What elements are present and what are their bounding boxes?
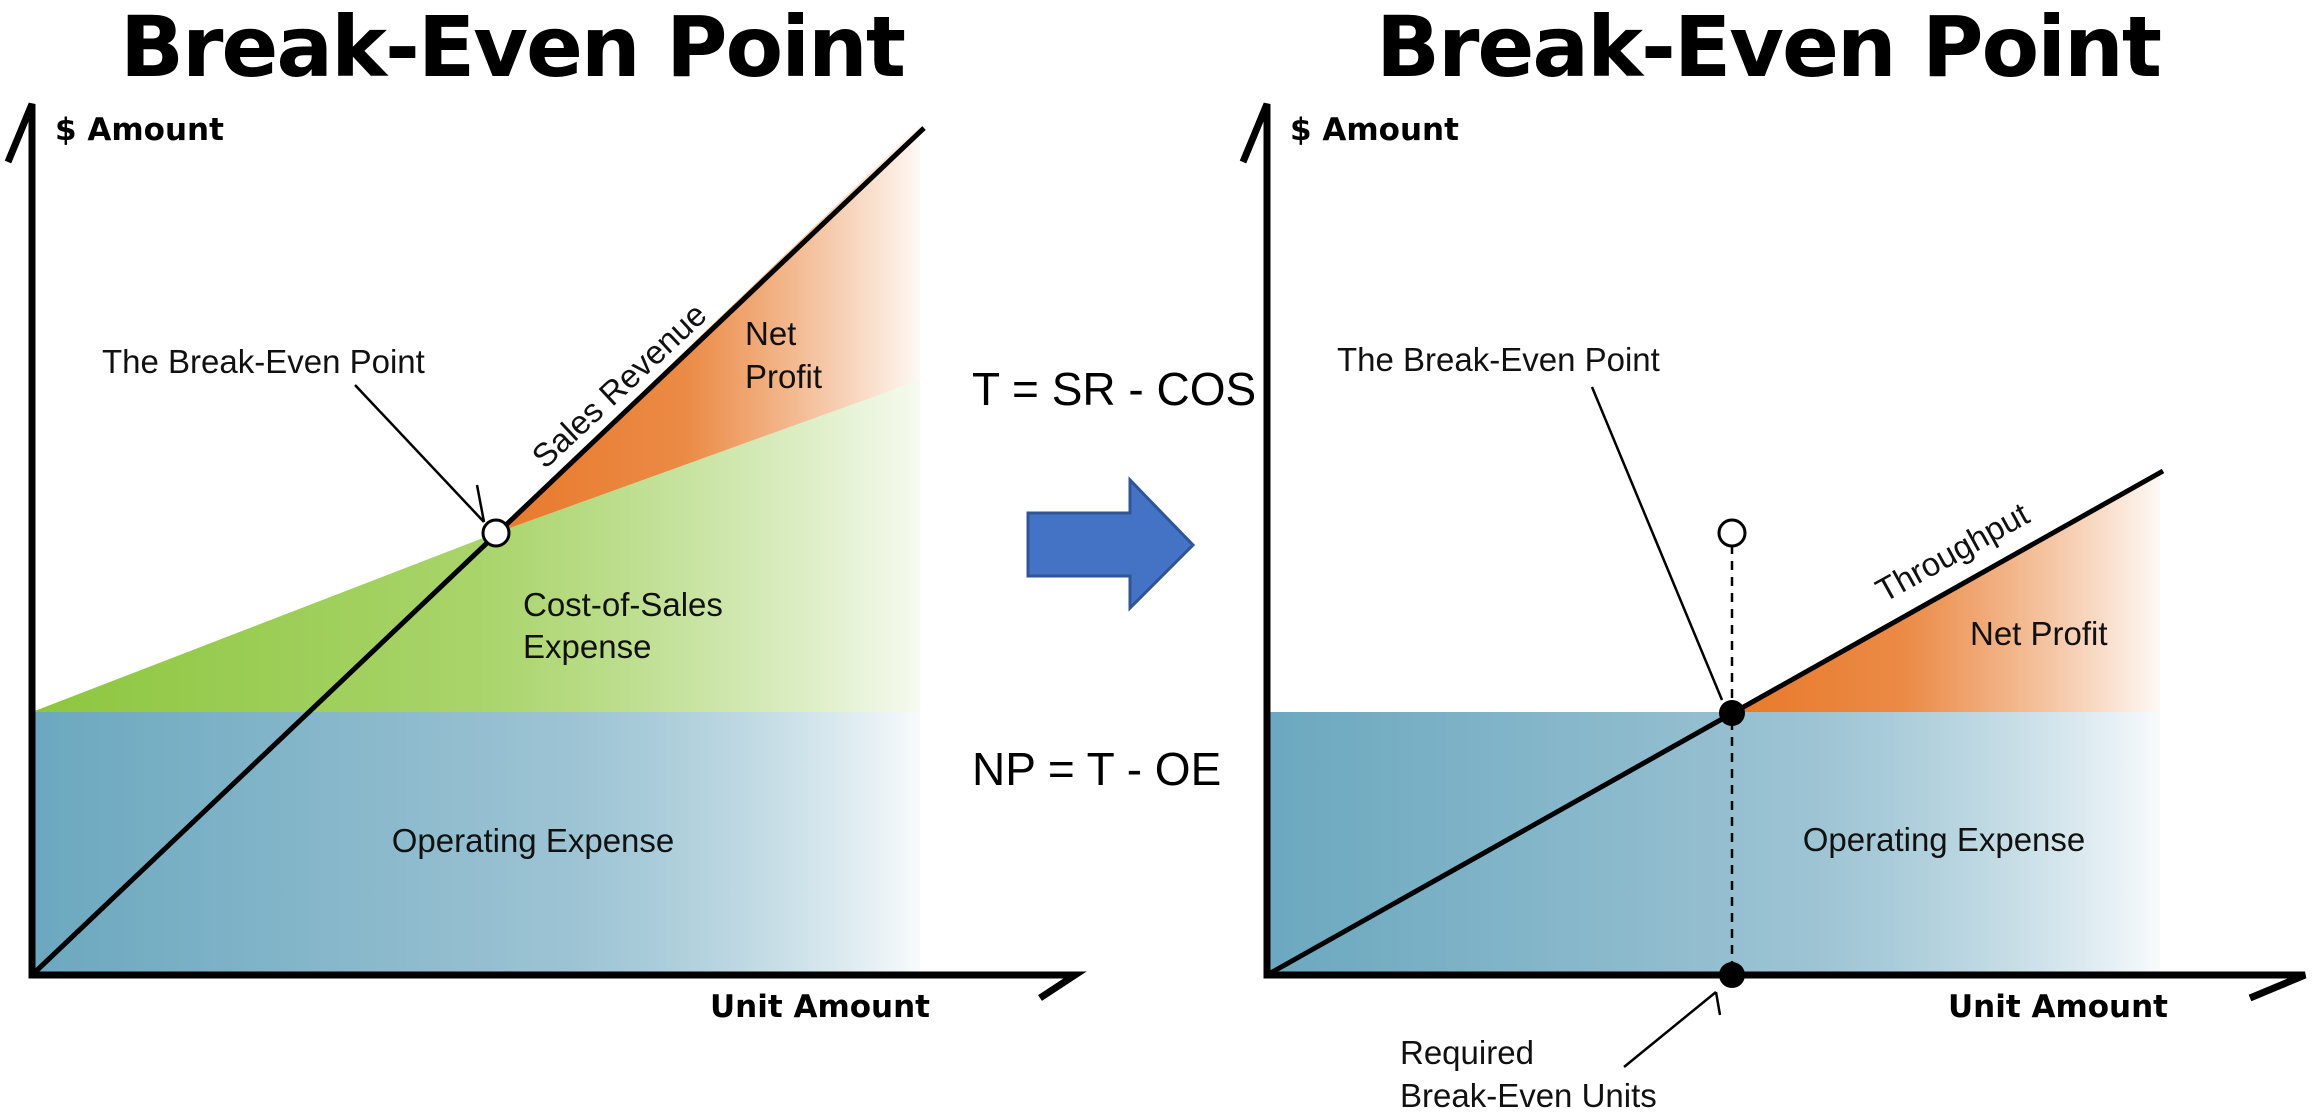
right-x-axis-label: Unit Amount	[1948, 989, 2168, 1025]
left-net-profit-label-line1: Net	[745, 315, 796, 352]
left-y-axis-label: $ Amount	[55, 112, 224, 148]
right-break-even-callout: The Break-Even Point	[1337, 341, 1660, 378]
left-cost-of-sales-label-line2: Expense	[523, 628, 651, 665]
left-chart: Break-Even Point $ Amount Unit Amount Th…	[4, 0, 1087, 1025]
net-profit-formula: NP = T - OE	[972, 743, 1221, 795]
left-break-even-point-marker	[481, 518, 511, 548]
required-units-leader	[1623, 991, 1717, 1068]
right-throughput-line	[1265, 468, 2165, 978]
required-units-label-line1: Required	[1400, 1034, 1534, 1071]
right-y-axis-label: $ Amount	[1290, 112, 1459, 148]
left-operating-expense-region	[32, 712, 920, 975]
middle-formulas: T = SR - COS NP = T - OE	[972, 363, 1256, 795]
left-net-profit-label-line2: Profit	[745, 358, 822, 395]
right-break-even-leader	[1590, 386, 1724, 701]
right-sales-point-marker	[1717, 518, 1747, 548]
right-operating-expense-region	[1267, 712, 2160, 975]
left-cost-of-sales-label-line1: Cost-of-Sales	[523, 586, 723, 623]
right-operating-expense-label: Operating Expense	[1803, 821, 2086, 858]
right-break-even-point-marker	[1719, 700, 1745, 726]
right-arrow-icon	[1026, 476, 1196, 612]
right-chart: Break-Even Point $ Amount Unit Amount Th…	[1239, 0, 2307, 1114]
left-sales-revenue-line	[30, 126, 926, 977]
left-break-even-leader	[354, 384, 485, 523]
required-units-label-line2: Break-Even Units	[1400, 1077, 1657, 1114]
left-axes	[4, 102, 1087, 1001]
left-x-axis-label: Unit Amount	[710, 989, 930, 1025]
left-cost-of-sales-region	[32, 380, 920, 712]
left-chart-title: Break-Even Point	[120, 0, 905, 96]
throughput-formula: T = SR - COS	[972, 363, 1256, 415]
left-operating-expense-label: Operating Expense	[392, 822, 675, 859]
right-net-profit-label: Net Profit	[1970, 615, 2108, 652]
required-units-marker	[1719, 962, 1745, 988]
left-break-even-callout: The Break-Even Point	[102, 343, 425, 380]
right-chart-title: Break-Even Point	[1376, 0, 2161, 96]
right-axes	[1239, 102, 2307, 1002]
